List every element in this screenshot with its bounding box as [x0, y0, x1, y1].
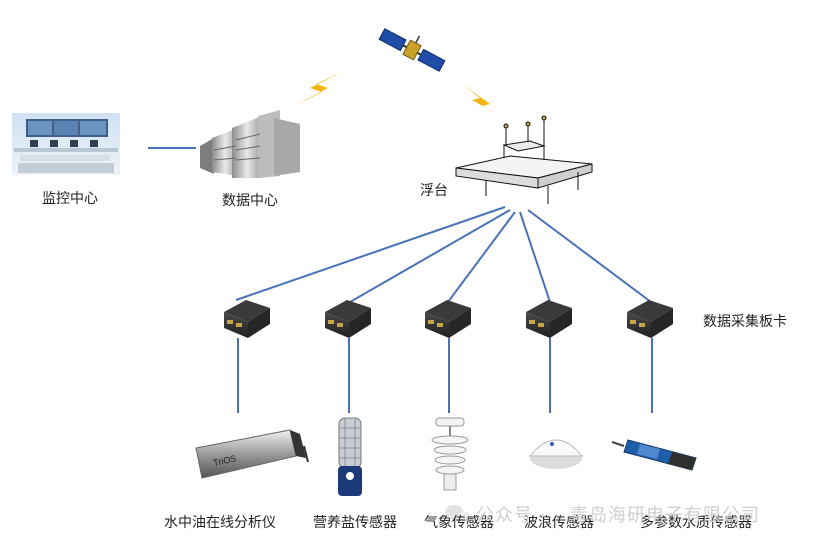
oil-analyzer-icon: TriOS: [195, 429, 309, 479]
link-buoy-daq-4: [519, 211, 551, 303]
daq-box-icon: [325, 300, 371, 338]
link-buoy-daq-3: [447, 211, 516, 303]
sensor-label-nutrient: 营养盐传感器: [313, 515, 397, 531]
watermark-prefix: 公众号 ·: [476, 505, 547, 526]
sensor-label-water-quality: 多参数水质传感器: [640, 515, 752, 531]
oil-analyzer-brand: TriOS: [212, 453, 237, 468]
watermark-company: 青岛海研电子有限公司: [570, 505, 760, 526]
data-center-label: 数据中心: [222, 193, 278, 209]
link-buoy-daq-5: [527, 209, 652, 303]
sensor-label-weather: 气象传感器: [424, 515, 494, 531]
daq-box-icon: [425, 300, 471, 338]
daq-box-icon: [627, 300, 673, 338]
lightning-icon: [290, 72, 342, 108]
lightning-icon: [462, 84, 500, 116]
monitoring-center-label: 监控中心: [42, 191, 98, 207]
wave-sensor-icon: [528, 439, 584, 469]
nutrient-sensor-icon: [338, 417, 362, 496]
daq-board-label: 数据采集板卡: [703, 314, 787, 330]
sensor-label-oil-analyzer: 水中油在线分析仪: [164, 515, 276, 531]
link-buoy-daq-1: [235, 206, 506, 301]
monitor-room-image: [12, 113, 120, 175]
satellite-icon: [378, 28, 446, 72]
water-quality-sensor-icon: [611, 439, 697, 471]
server-rack-icon: [200, 110, 300, 178]
wechat-logo-icon: [445, 505, 471, 523]
daq-box-icon: [526, 300, 572, 338]
sensor-label-wave: 波浪传感器: [524, 515, 594, 531]
weather-sensor-icon: [431, 417, 469, 491]
daq-box-icon: [224, 300, 270, 338]
buoy-label: 浮台: [420, 183, 448, 199]
connection-lines: [148, 147, 653, 413]
buoy-platform-icon: [455, 115, 593, 204]
link-buoy-daq-2: [349, 209, 511, 303]
